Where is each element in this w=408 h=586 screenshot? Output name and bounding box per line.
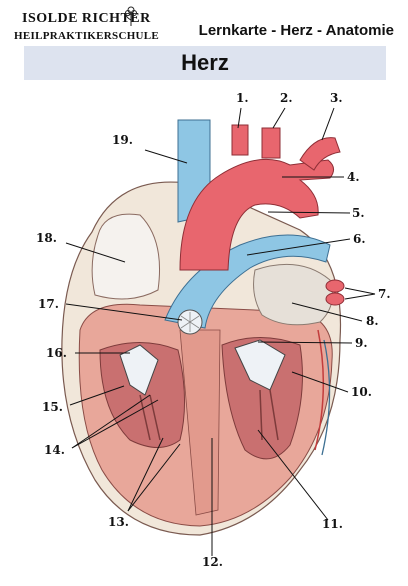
tricuspid-valve <box>119 344 159 396</box>
right-ventricle <box>99 342 185 448</box>
aortic-branch-3 <box>299 137 341 171</box>
label-2: 2. <box>280 91 293 105</box>
right-atrium <box>91 213 161 300</box>
page-title: Herz <box>181 50 229 75</box>
aortic-branch-2 <box>261 127 281 159</box>
label-16: 16. <box>46 346 67 360</box>
logo-name: ISOLDE RICHTER <box>22 11 151 26</box>
heart-diagram: 1. 2. 3. 4. 5. 6. 7. 8. 9. 10. 11. 12. 1… <box>36 91 391 569</box>
card-title: Lernkarte - Herz - Anatomie <box>198 22 394 39</box>
label-14: 14. <box>44 443 65 457</box>
pulmonary-vein-upper <box>325 279 345 293</box>
label-12: 12. <box>202 555 223 569</box>
label-6: 6. <box>353 232 366 246</box>
left-ventricle <box>221 337 303 460</box>
coronary-vein <box>321 339 331 456</box>
label-4: 4. <box>347 170 360 184</box>
header: ISOLDE RICHTER HEILPRAKTIKERSCHULE Lernk… <box>0 0 408 44</box>
papillary-muscle-left <box>259 389 279 441</box>
label-8: 8. <box>366 314 379 328</box>
pulmonary-vein-lower <box>325 292 345 306</box>
left-atrium <box>253 263 333 326</box>
septum <box>179 329 221 516</box>
flower-logo-icon <box>125 6 137 26</box>
aortic-branch-1 <box>231 124 249 156</box>
label-15: 15. <box>42 400 63 414</box>
leader-lines <box>65 107 376 556</box>
label-1: 1. <box>236 91 249 105</box>
logo-school: HEILPRAKTIKERSCHULE <box>14 30 160 42</box>
aorta <box>179 158 334 271</box>
label-10: 10. <box>351 385 372 399</box>
papillary-muscle-right <box>139 394 161 441</box>
label-18: 18. <box>36 231 57 245</box>
title-bar: Herz <box>24 46 386 80</box>
label-3: 3. <box>330 91 343 105</box>
label-17: 17. <box>38 297 59 311</box>
label-13: 13. <box>108 515 129 529</box>
mitral-valve <box>234 339 286 391</box>
label-9: 9. <box>355 336 368 350</box>
label-5: 5. <box>352 206 365 220</box>
coronary-vessel <box>314 329 325 451</box>
label-7: 7. <box>378 287 391 301</box>
label-11: 11. <box>322 517 343 531</box>
label-19: 19. <box>112 133 133 147</box>
